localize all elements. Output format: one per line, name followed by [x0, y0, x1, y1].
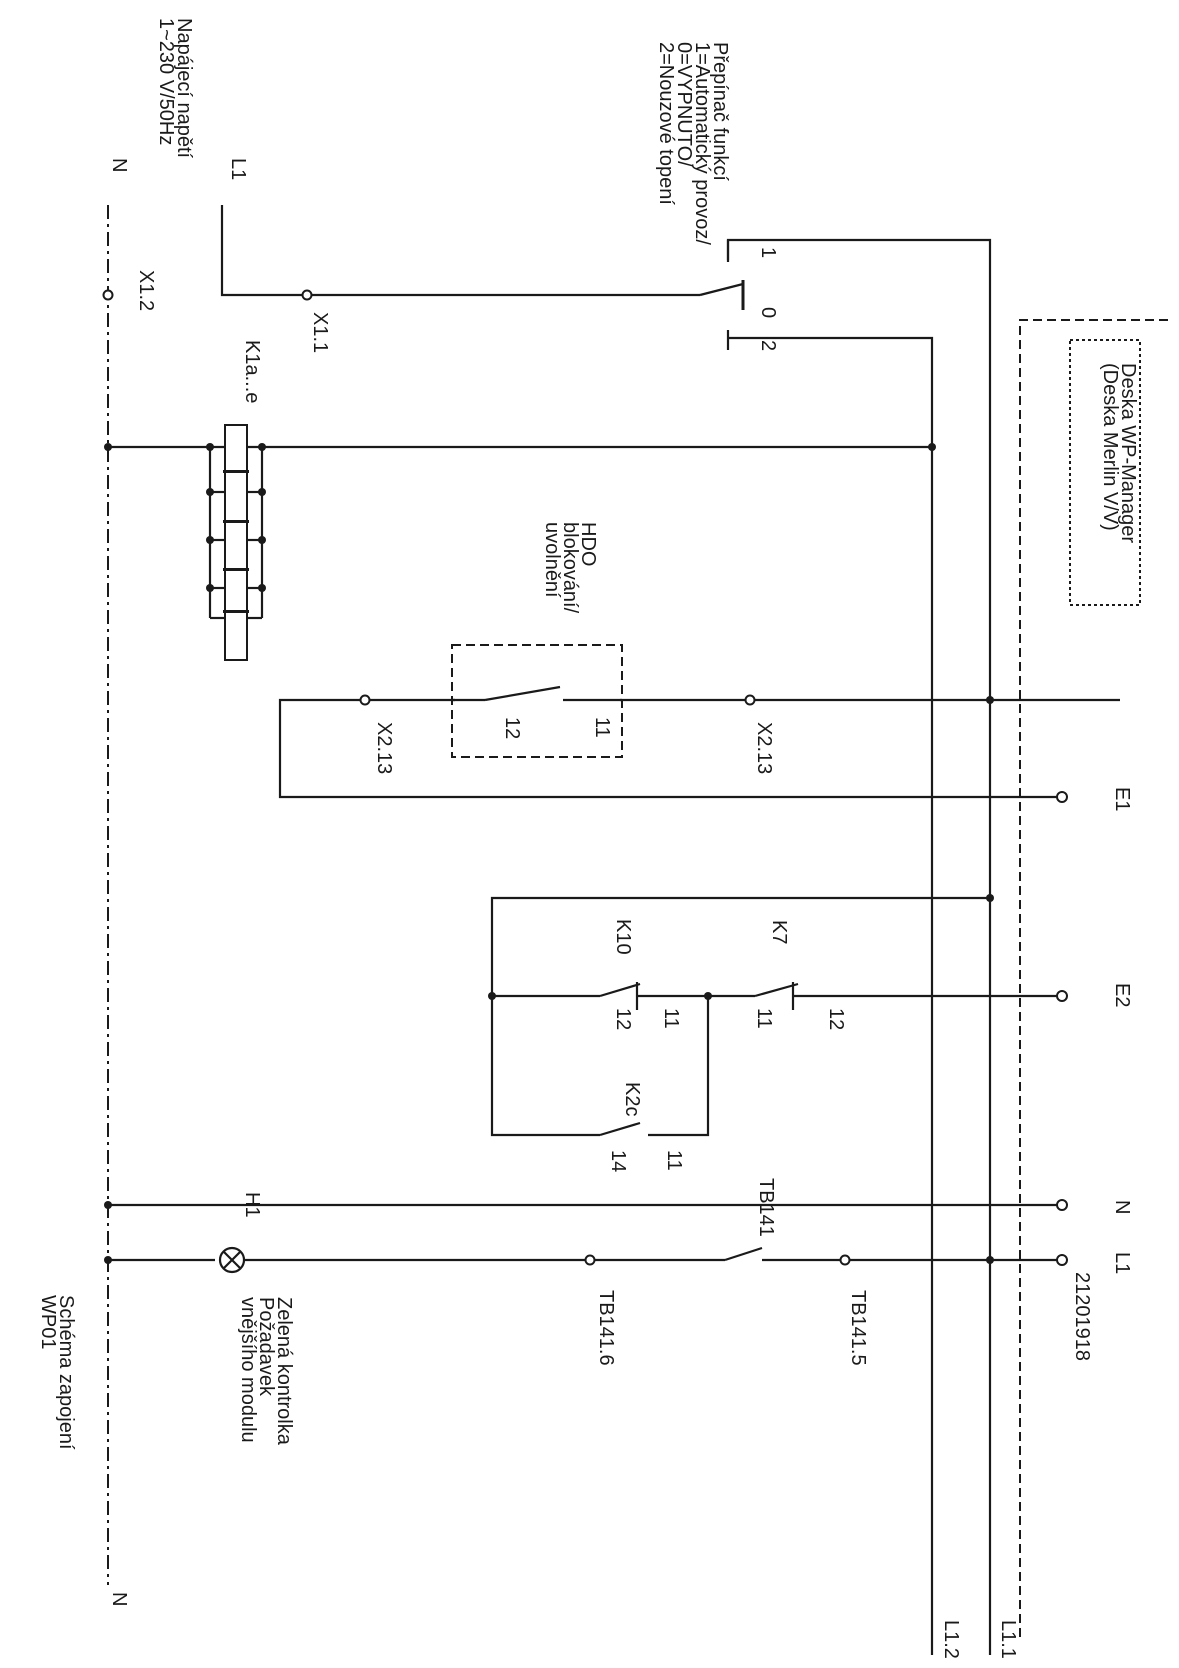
terminal-tb141-5 [839, 1254, 851, 1266]
hdo-pin11-label: 11 [591, 717, 613, 738]
contact-k10-pin11-label: 11 [660, 1008, 682, 1029]
terminal-n-out [1056, 1199, 1068, 1211]
terminal-e1 [1056, 791, 1068, 803]
supply-title-line2: 1~230 V/50Hz [155, 18, 177, 145]
terminal-x2-13-left-label: X2.13 [373, 722, 395, 774]
relay-k1-coils [206, 424, 266, 661]
hdo-pin12-label: 12 [501, 717, 523, 739]
terminal-x1-1-label: X1.1 [309, 312, 331, 353]
contact-tb141-label: TB141 [755, 1178, 777, 1237]
contact-k10-label: K10 [612, 919, 634, 955]
supply-l1-label: L1 [227, 158, 249, 180]
contact-k2c-pin11-label: 11 [663, 1150, 685, 1171]
contact-k2c-pin14-label: 14 [607, 1150, 629, 1172]
lamp-line1: Zelená kontrolka [273, 1297, 295, 1446]
switch-blade [699, 282, 744, 297]
hdo-contact [451, 644, 623, 758]
switch-pos1-wire [726, 238, 992, 1655]
contact-k10 [599, 982, 708, 1010]
board-boundary [1019, 319, 1168, 1640]
terminal-x1-1 [301, 289, 313, 301]
switch-line3: 0=VYPNUTO/ [673, 42, 695, 167]
terminal-x1-2 [102, 289, 114, 301]
board-caption: Deska WP-Manager (Deska Merlin V/V) [1099, 363, 1139, 543]
e2-supply-wire [490, 896, 990, 996]
terminal-l1-1-label: L1.1 [997, 1620, 1019, 1659]
lamp-h1-icon [218, 1246, 246, 1274]
terminal-e2 [1056, 990, 1068, 1002]
switch-pos2-label: 2 [757, 340, 779, 351]
switch-line1: Přepínač funkcí [709, 42, 731, 181]
hdo-line2: blokování/ [559, 522, 581, 614]
lamp-line3: vnějšího modulu [237, 1297, 259, 1443]
part-number-label: 21201918 [1071, 1272, 1093, 1361]
terminal-n-out-label: N [1111, 1200, 1133, 1214]
supply-title-line1: Napájecí napětí [173, 18, 195, 159]
contact-k7 [708, 982, 1060, 1010]
junction-n-k1 [104, 443, 112, 451]
supply-n-bottom-label: N [108, 1592, 130, 1606]
relay-k1-coil-stack [224, 424, 248, 661]
function-switch-caption: Přepínač funkcí 1=Automatický provoz/ 0=… [655, 42, 731, 245]
switch-line4: 2=Nouzové topení [655, 42, 677, 205]
lamp-caption: Zelená kontrolka Požadavek vnějšího modu… [237, 1297, 295, 1446]
switch-line2: 1=Automatický provoz/ [691, 42, 713, 245]
terminal-l1-2-label: L1.2 [940, 1620, 962, 1659]
diagram-caption: Schéma zapojení WP01 [37, 1295, 77, 1450]
junction-l11-hdo [986, 696, 994, 704]
terminal-tb141-6-label: TB141.6 [595, 1290, 617, 1366]
contact-k2c-label: K2c [621, 1082, 643, 1116]
terminal-l1-out [1056, 1254, 1068, 1266]
contact-k7-pin12-label: 12 [825, 1008, 847, 1030]
terminal-tb141-5-label: TB141.5 [847, 1290, 869, 1366]
terminal-e2-label: E2 [1111, 983, 1133, 1007]
hdo-caption: HDO blokování/ uvolnění [541, 522, 599, 614]
switch-pos2-wire [728, 336, 934, 1655]
board-line1: Deska WP-Manager [1117, 363, 1139, 543]
contact-k10-pin12-label: 12 [612, 1008, 634, 1030]
terminal-x2-13-right [744, 694, 756, 706]
terminal-e1-label: E1 [1111, 787, 1133, 811]
board-line2: (Deska Merlin V/V) [1099, 363, 1121, 531]
l1-supply-wire [220, 205, 700, 297]
terminal-x2-13-right-label: X2.13 [753, 722, 775, 774]
contact-tb141 [724, 1246, 1060, 1262]
contact-k2c [490, 996, 710, 1137]
supply-n-top-label: N [108, 158, 130, 172]
terminal-x1-2-label: X1.2 [135, 270, 157, 311]
junction-n-lamp [104, 1256, 112, 1264]
hdo-line3: uvolnění [541, 522, 563, 598]
hdo-line1: HDO [577, 522, 599, 566]
terminal-tb141-6 [584, 1254, 596, 1266]
lamp-line2: Požadavek [255, 1297, 277, 1397]
supply-title: Napájecí napětí 1~230 V/50Hz [155, 18, 195, 159]
junction-l11-l1 [986, 1256, 994, 1264]
switch-pos1-label: 1 [757, 247, 779, 258]
junction-l11-e2 [986, 894, 994, 902]
relay-k1-label: K1a...e [241, 340, 263, 403]
e1-return-wire [278, 698, 1060, 799]
caption-line2: WP01 [37, 1295, 59, 1349]
caption-line1: Schéma zapojení [55, 1295, 77, 1450]
junction-n-out [104, 1201, 112, 1209]
terminal-l1-out-label: L1 [1111, 1252, 1133, 1274]
junction-l12-k1 [928, 443, 936, 451]
terminal-x2-13-left [359, 694, 371, 706]
function-switch [699, 238, 992, 1655]
contact-k7-pin11-label: 11 [753, 1008, 775, 1029]
contact-k7-label: K7 [768, 920, 790, 944]
switch-pos0-label: 0 [757, 307, 779, 318]
